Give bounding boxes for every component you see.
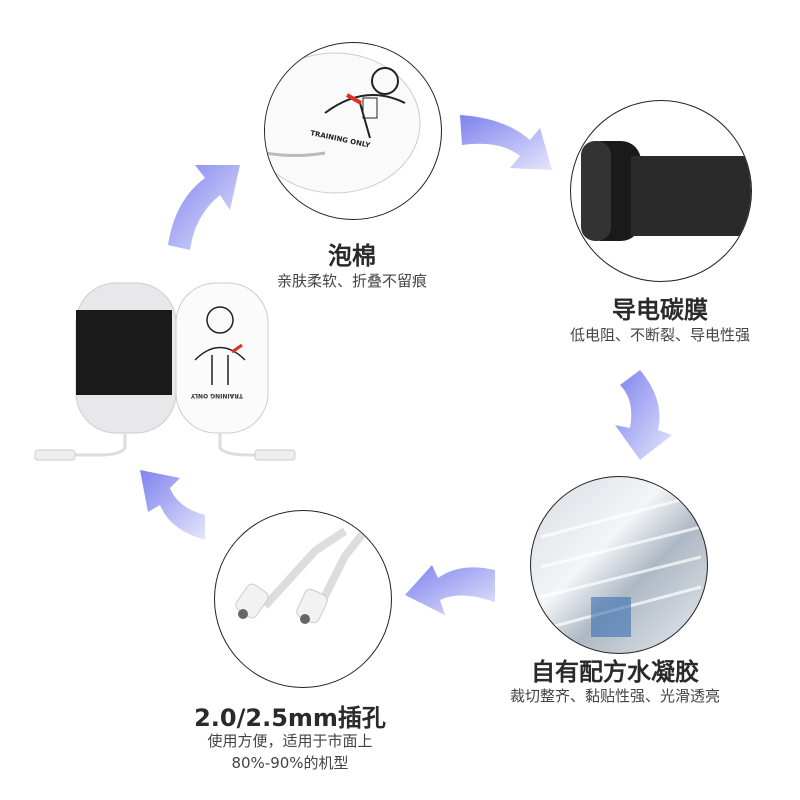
hydrogel-image <box>530 476 708 654</box>
feature-desc-connector-line2: 80%-90%的机型 <box>231 754 349 772</box>
feature-desc-carbon: 低电阻、不断裂、导电性强 <box>569 326 750 344</box>
feature-title-hydrogel: 自有配方水凝胶 <box>531 658 699 686</box>
carbon-film-image <box>570 100 752 282</box>
connector-plug-image <box>214 510 392 688</box>
feature-desc-hydrogel: 裁切整齐、黏贴性强、光滑透亮 <box>509 687 720 705</box>
arrow-icon <box>140 470 205 540</box>
foam-image: TRAINING ONLY <box>264 42 442 220</box>
training-pad-illustration: TRAINING ONLY <box>265 52 421 194</box>
arrow-icon <box>460 115 552 170</box>
feature-title-carbon: 导电碳膜 <box>612 296 708 324</box>
arrow-icon <box>168 165 240 250</box>
arrow-icon <box>405 565 495 615</box>
arrow-icon <box>615 370 672 460</box>
feature-desc-foam: 亲肤柔软、折叠不留痕 <box>276 272 427 290</box>
feature-desc-connector-line1: 使用方便，适用于市面上 <box>207 732 373 750</box>
feature-title-foam: 泡棉 <box>328 242 376 270</box>
feature-title-connector: 2.0/2.5mm插孔 <box>194 704 386 732</box>
